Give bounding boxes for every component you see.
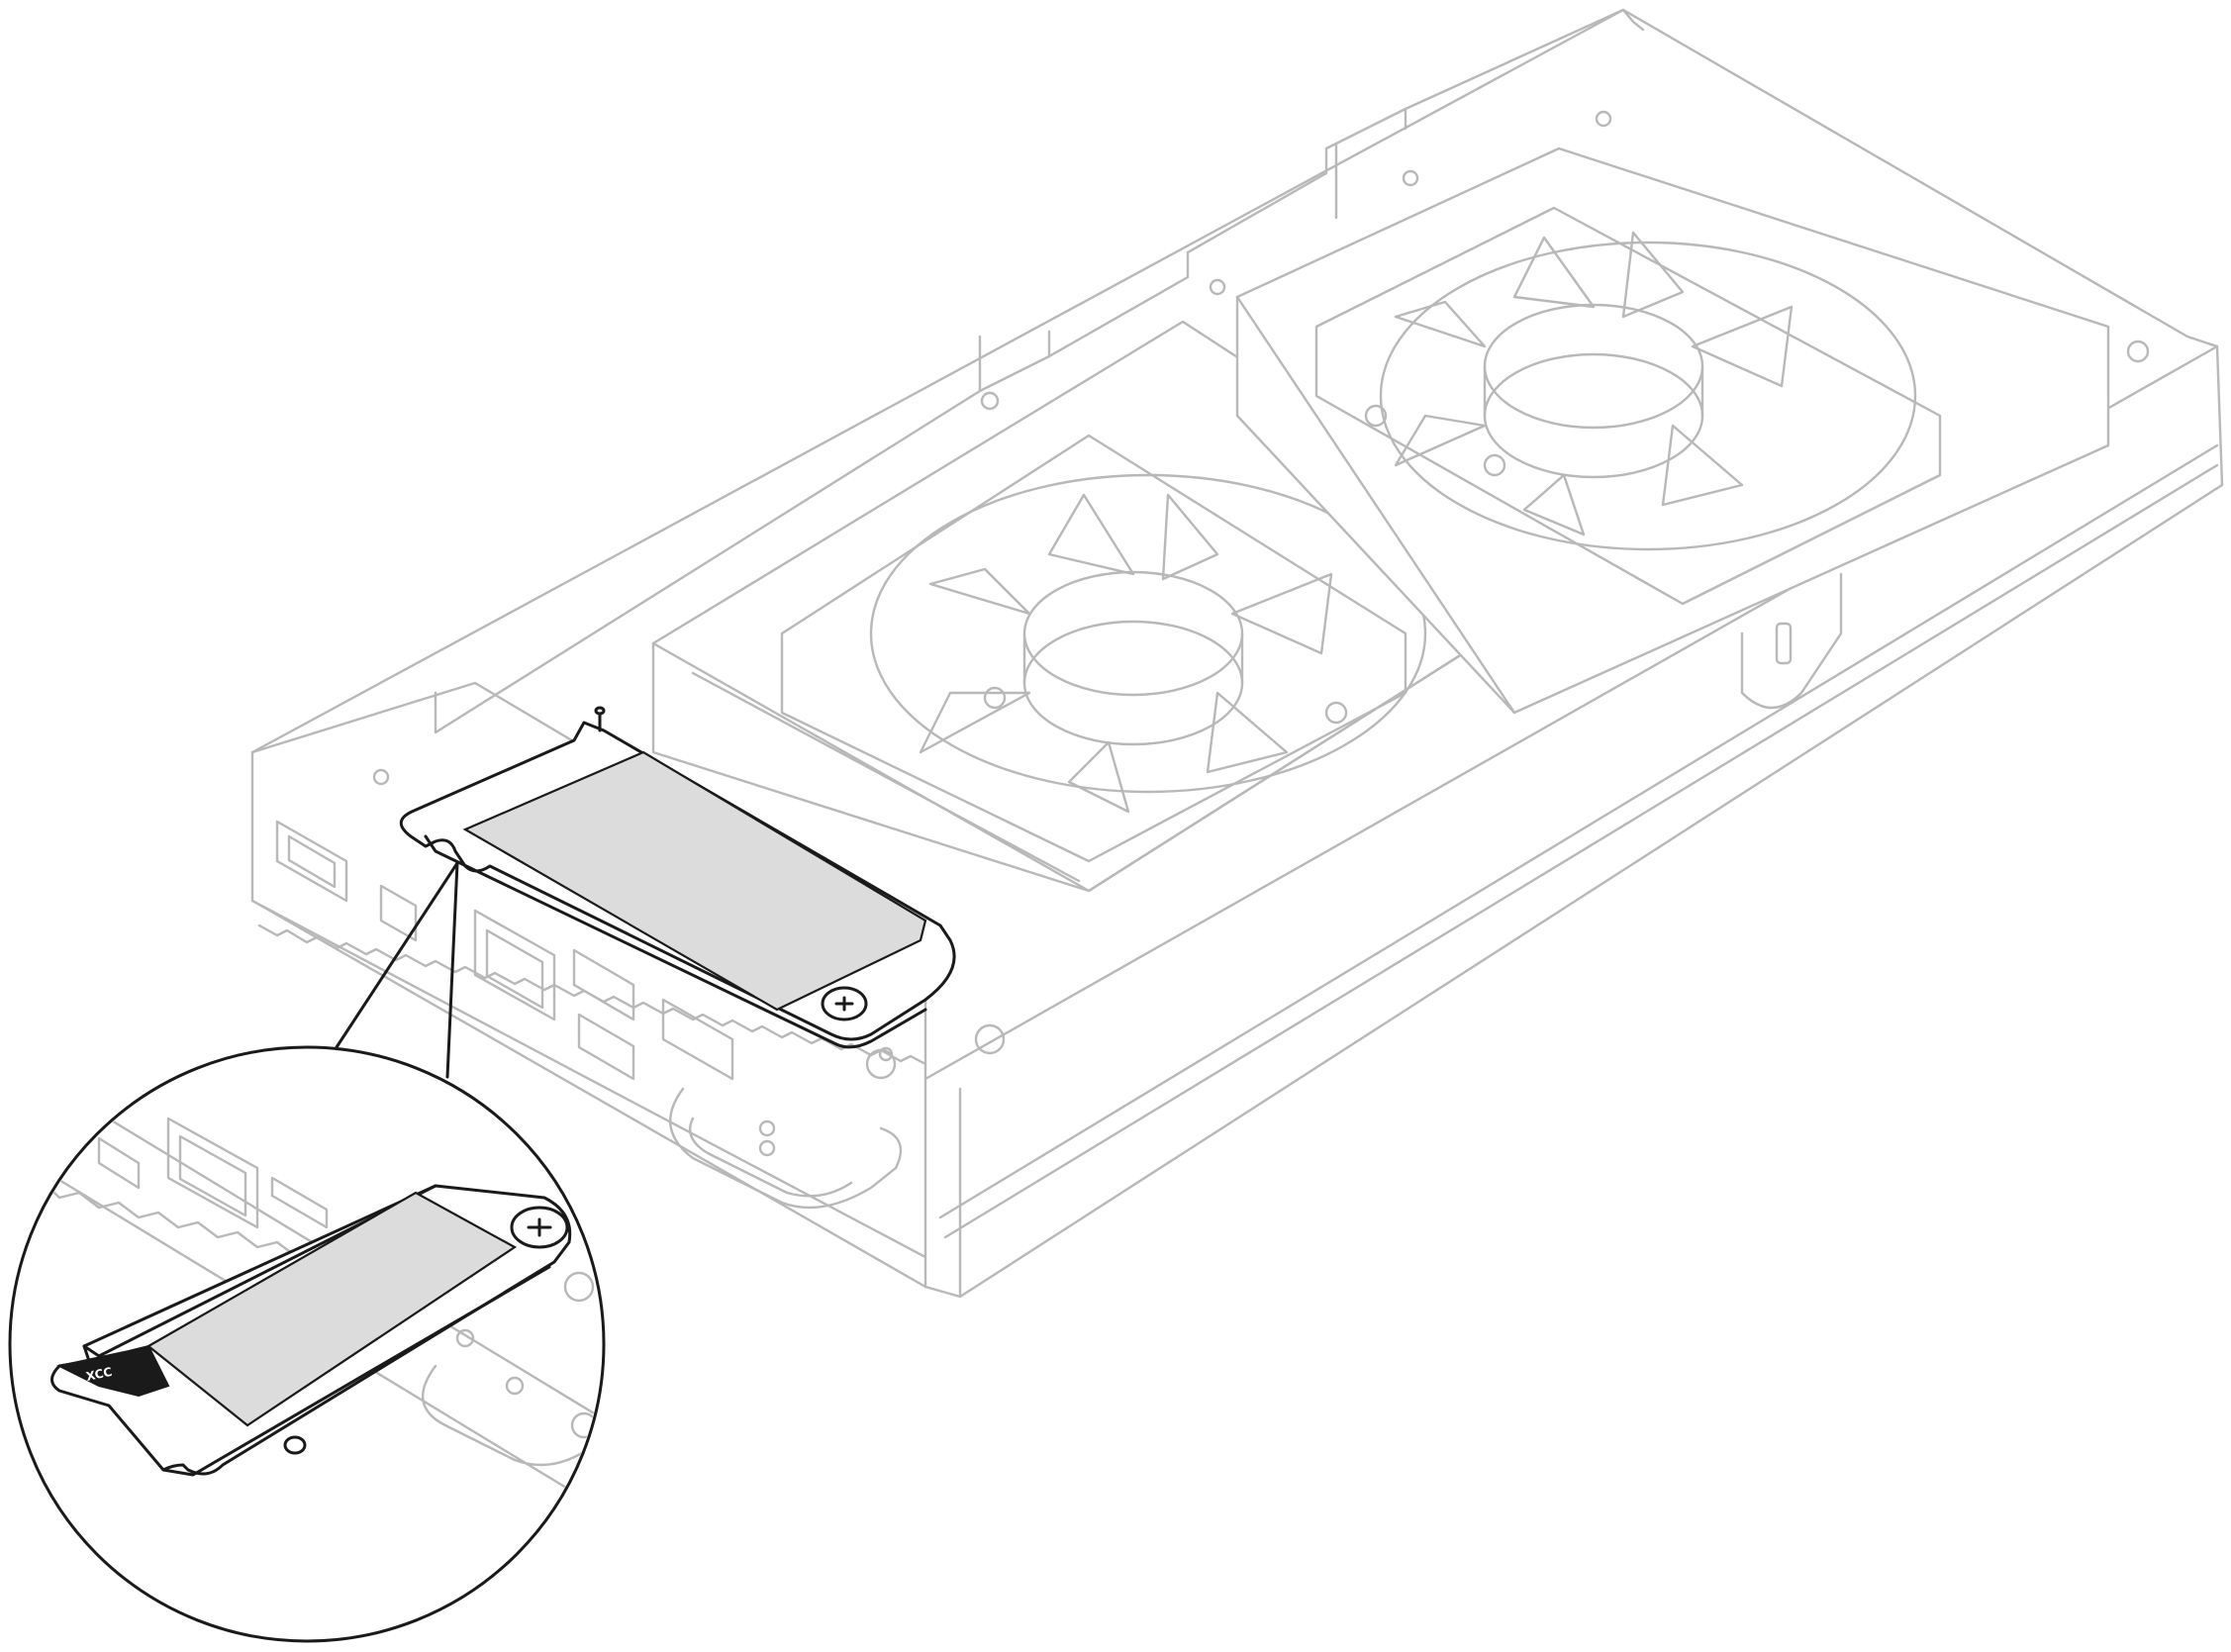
callout-leader: [335, 861, 459, 1079]
chassis-screws: [372, 110, 2150, 1080]
front-ports: [275, 820, 903, 1210]
module-screw: [821, 986, 868, 1021]
magnified-screw-bottom: [283, 1435, 307, 1455]
callout-magnifier: XCC: [8, 1045, 606, 1643]
chassis: [250, 8, 2224, 1299]
xcc-module-magnified: XCC: [50, 1184, 572, 1477]
magnified-screw-top: [510, 1206, 569, 1249]
fan-right: [1235, 146, 2110, 715]
xcc-label: XCC: [85, 1365, 114, 1384]
xcc-module: [399, 706, 956, 1049]
